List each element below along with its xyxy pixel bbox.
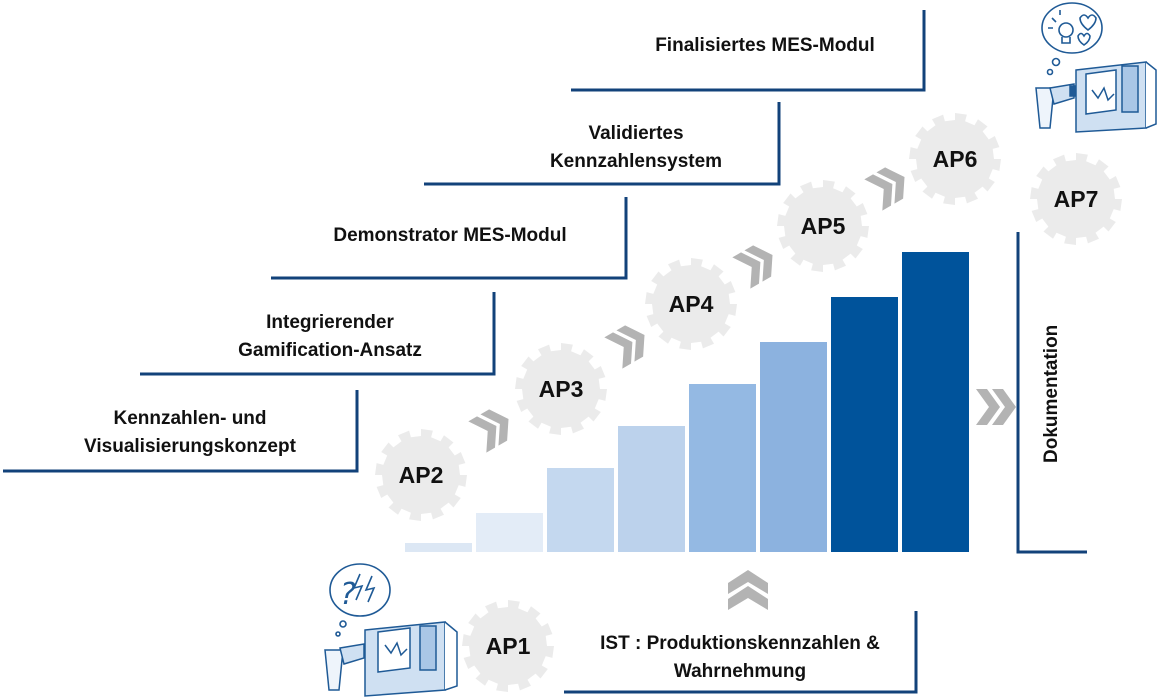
deliverable-line: Visualisierungskonzept (84, 436, 296, 457)
staircase-lines (3, 10, 1087, 694)
gear-icon (645, 258, 737, 350)
progress-bar (476, 513, 543, 552)
machine-operator-icon (1035, 61, 1157, 133)
deliverable-line: Integrierender (266, 312, 394, 333)
deliverable-line: Validiertes (588, 123, 684, 144)
gear-icon (462, 600, 554, 692)
ist-line (564, 611, 918, 694)
gear-icon (375, 429, 467, 521)
deliverable-label-1: Kennzahlen- und Visualisierungskonzept (40, 405, 340, 461)
ap-label-6: AP6 (932, 146, 978, 172)
deliverable-label-3: Demonstrator MES-Modul (290, 222, 610, 250)
gear-icon (777, 180, 869, 272)
ap-label-5: AP5 (800, 213, 846, 239)
progress-bar (760, 342, 827, 552)
chevron-right-icon (616, 325, 645, 362)
chevron-right-icon (876, 167, 905, 204)
progress-bars (405, 252, 969, 552)
deliverable-label-2: Integrierender Gamification-Ansatz (180, 309, 480, 365)
deliverable-label-5: Finalisiertes MES-Modul (605, 32, 925, 60)
machine-operator-icon (324, 621, 458, 697)
deliverable-line: Gamification-Ansatz (238, 340, 422, 361)
chevron-up-icon (728, 570, 768, 594)
chevron-right-icon (480, 409, 509, 446)
step-line-2 (140, 292, 496, 376)
chevron-right-icon (468, 416, 497, 453)
ap-label-1: AP1 (485, 633, 531, 659)
progress-bar (689, 384, 756, 552)
ap-label-2: AP2 (398, 462, 444, 488)
step-line-1 (3, 390, 359, 473)
ap-label-4: AP4 (668, 291, 714, 317)
progress-bar (618, 426, 685, 552)
documentation-label: Dokumentation (1041, 324, 1062, 463)
lightbulb-thought-icon (1041, 2, 1103, 76)
deliverable-line: Finalisiertes MES-Modul (655, 35, 875, 56)
deliverable-line: Kennzahlensystem (549, 151, 723, 172)
chevron-right-icon (992, 389, 1016, 425)
ap-label-3: AP3 (538, 376, 584, 402)
gears (375, 113, 1122, 692)
chevron-right-icon (976, 389, 1000, 425)
ist-label: IST : Produktionskennzahlen & Wahrnehmun… (560, 630, 920, 686)
question-thought-icon: ? (329, 563, 391, 637)
chevron-up-icon (728, 586, 768, 610)
progress-bar (902, 252, 969, 552)
chevron-right-icon (604, 332, 633, 369)
chevron-right-icon (744, 245, 773, 282)
step-line-5 (571, 10, 926, 92)
ist-line-text: IST : Produktionskennzahlen & (600, 633, 880, 654)
chevron-right-icon (864, 174, 893, 211)
svg-text:?: ? (340, 577, 356, 612)
ist-line-text: Wahrnehmung (673, 661, 807, 682)
progress-bar (831, 297, 898, 552)
deliverable-line: Demonstrator MES-Modul (333, 225, 567, 246)
documentation-bracket (1016, 232, 1087, 554)
gear-icon (909, 113, 1001, 205)
progress-bar (405, 543, 472, 552)
gear-icon (1030, 153, 1122, 245)
step-line-4 (424, 102, 781, 186)
chevron-right-icon (732, 252, 761, 289)
deliverable-label-4: Validiertes Kennzahlensystem (486, 120, 786, 176)
progress-bar (547, 468, 614, 552)
ap-label-7: AP7 (1053, 186, 1099, 212)
deliverable-line: Kennzahlen- und (113, 408, 267, 429)
step-line-3 (271, 197, 628, 280)
gear-icon (515, 343, 607, 435)
chevrons (468, 167, 1016, 610)
